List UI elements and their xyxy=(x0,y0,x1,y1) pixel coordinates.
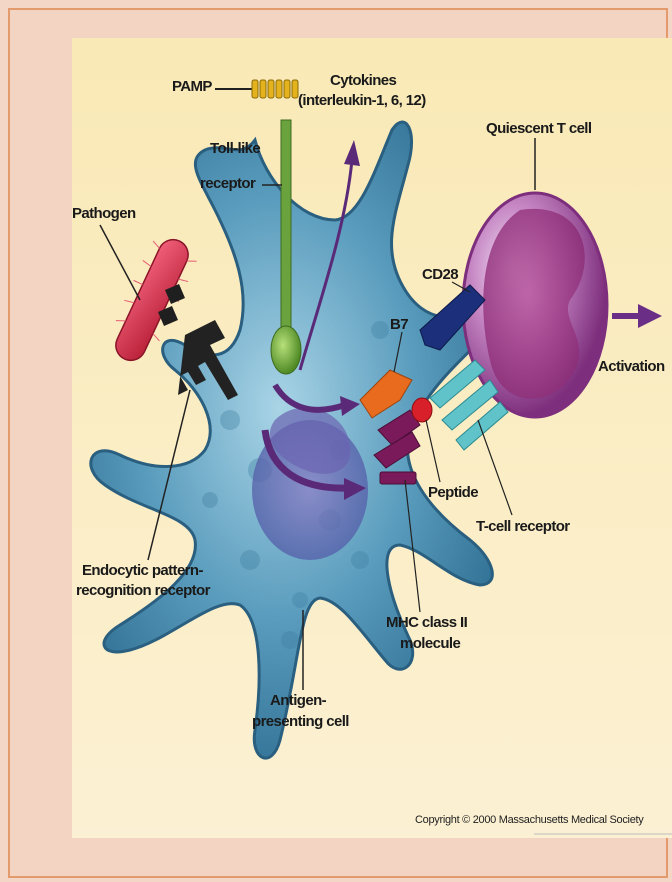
label-activation: Activation xyxy=(598,358,665,376)
label-recognition-receptor: recognition receptor xyxy=(76,582,210,600)
label-pathogen: Pathogen xyxy=(72,205,136,223)
copyright-notice: Copyright © 2000 Massachusetts Medical S… xyxy=(415,814,643,826)
label-receptor: receptor xyxy=(200,175,255,193)
label-cytokines-detail: (interleukin-1, 6, 12) xyxy=(298,92,426,110)
toll-like-receptor-stalk xyxy=(281,120,291,340)
label-quiescent-t-cell: Quiescent T cell xyxy=(486,120,591,138)
label-t-cell-receptor: T-cell receptor xyxy=(476,518,570,536)
activation-arrow-head xyxy=(638,304,662,328)
label-antigen: Antigen- xyxy=(270,692,326,710)
label-mhc: MHC class II xyxy=(386,614,467,632)
label-presenting-cell: presenting cell xyxy=(252,713,349,731)
peptide xyxy=(412,398,432,422)
pamp-coil xyxy=(252,80,298,98)
toll-like-receptor-bulb xyxy=(271,326,301,374)
label-b7: B7 xyxy=(390,316,408,334)
label-cytokines: Cytokines xyxy=(330,72,396,90)
label-molecule: molecule xyxy=(400,635,460,653)
tcr-leader xyxy=(478,420,512,515)
label-cd28: CD28 xyxy=(422,266,458,284)
pathogen-leader xyxy=(100,225,140,300)
label-endocytic: Endocytic pattern- xyxy=(82,562,203,580)
label-pamp: PAMP xyxy=(172,78,212,96)
label-toll-like: Toll-like xyxy=(210,140,260,158)
cytokines-arrow-head xyxy=(344,140,360,166)
label-peptide: Peptide xyxy=(428,484,478,502)
peptide-leader xyxy=(426,420,440,482)
